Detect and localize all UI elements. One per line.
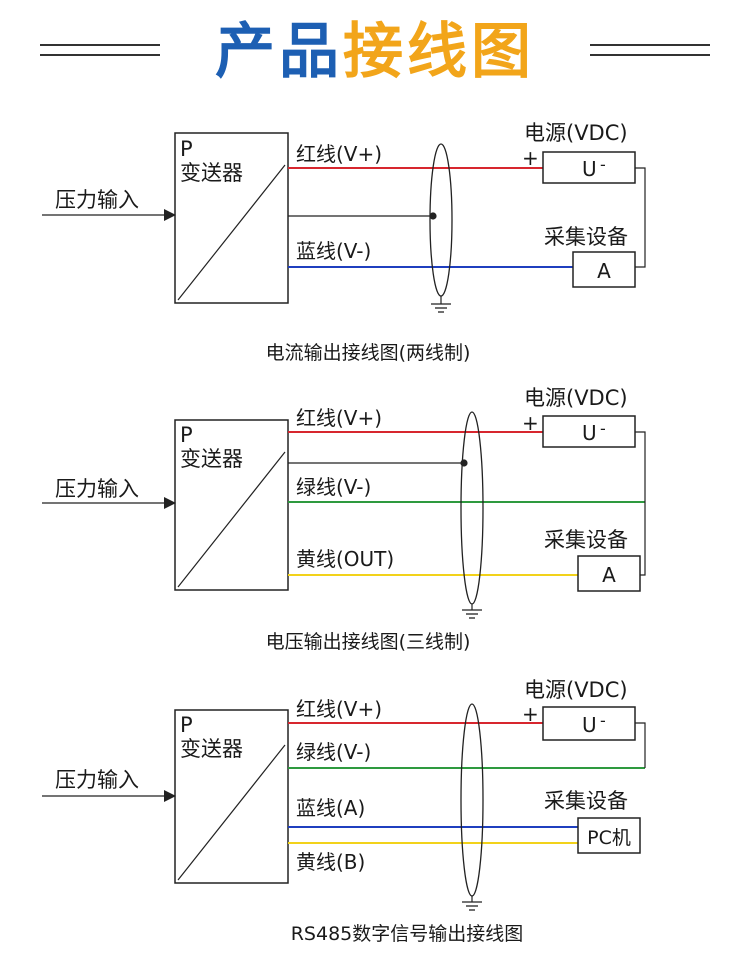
power-box-minus: - bbox=[600, 155, 606, 174]
title-right-rule-bottom bbox=[590, 54, 710, 56]
power-box-minus: - bbox=[600, 711, 606, 730]
diagram-caption: RS485数字信号输出接线图 bbox=[291, 923, 524, 945]
device-box-label: A bbox=[597, 259, 611, 283]
pressure-input-label: 压力输入 bbox=[55, 188, 139, 212]
page-title: 产品接线图 bbox=[0, 12, 750, 92]
wire-blue-label: 蓝线(A) bbox=[296, 796, 365, 820]
power-plus-sign: + bbox=[522, 146, 539, 170]
pressure-input-arrowhead bbox=[164, 497, 176, 509]
wire-yellow-label: 黄线(B) bbox=[296, 850, 365, 874]
title-left-rule-bottom bbox=[40, 54, 160, 56]
power-plus-sign: + bbox=[522, 702, 539, 726]
device-box bbox=[577, 817, 641, 854]
transmitter-label-name: 变送器 bbox=[180, 737, 243, 761]
ground-icon bbox=[462, 609, 482, 619]
ground-icon bbox=[462, 901, 482, 911]
shield-junction bbox=[429, 212, 437, 220]
title-left-rule-top bbox=[40, 44, 160, 46]
power-supply-label: 电源(VDC) bbox=[524, 121, 628, 145]
power-supply-label: 电源(VDC) bbox=[524, 678, 628, 702]
transmitter-diagonal bbox=[177, 744, 286, 881]
transmitter-label-name: 变送器 bbox=[180, 161, 243, 185]
pressure-input-label: 压力输入 bbox=[55, 768, 139, 792]
device-box-label: A bbox=[602, 563, 616, 587]
cable-shield bbox=[460, 703, 484, 897]
device-label: 采集设备 bbox=[544, 528, 628, 552]
power-supply-label: 电源(VDC) bbox=[524, 386, 628, 410]
device-label: 采集设备 bbox=[544, 225, 628, 249]
wire-green-label: 绿线(V-) bbox=[296, 475, 371, 499]
power-supply-box bbox=[542, 415, 636, 448]
device-box bbox=[577, 555, 641, 592]
power-plus-sign: + bbox=[522, 411, 539, 435]
wire-yellow-label: 黄线(OUT) bbox=[296, 547, 394, 571]
title-right-rule-top bbox=[590, 44, 710, 46]
wire-green-label: 绿线(V-) bbox=[296, 740, 371, 764]
page-title-part2: 接线图 bbox=[343, 17, 535, 87]
power-box-minus: - bbox=[600, 419, 606, 438]
transmitter-label-p: P bbox=[180, 423, 193, 447]
wire-blue-label: 蓝线(V-) bbox=[296, 239, 371, 263]
power-supply-box bbox=[542, 151, 636, 184]
wire-red-label: 红线(V+) bbox=[296, 406, 382, 430]
power-supply-box bbox=[542, 706, 636, 741]
transmitter-label-name: 变送器 bbox=[180, 447, 243, 471]
power-box-label: U bbox=[582, 157, 597, 181]
pressure-input-arrowhead bbox=[164, 209, 176, 221]
transmitter-diagonal bbox=[177, 164, 286, 301]
power-box-label: U bbox=[582, 421, 597, 445]
wire-return bbox=[635, 431, 646, 576]
transmitter-diagonal bbox=[177, 451, 286, 588]
pressure-input-label: 压力输入 bbox=[55, 477, 139, 501]
wiring-diagram-current: P 变送器 压力输入 红线(V+) 蓝线(V-) 电源(VDC) + U - 采… bbox=[42, 121, 646, 364]
page-header: 产品接线图 bbox=[0, 0, 750, 100]
wire-red-label: 红线(V+) bbox=[296, 142, 382, 166]
transmitter-box bbox=[174, 419, 289, 591]
device-box-label: PC机 bbox=[587, 827, 631, 849]
wire-return bbox=[635, 722, 646, 768]
wiring-diagram-voltage: P 变送器 压力输入 红线(V+) 绿线(V-) 黄线(OUT) 电源(VDC)… bbox=[42, 386, 646, 653]
wire-return bbox=[635, 167, 646, 268]
transmitter-box bbox=[174, 709, 289, 884]
ground-icon bbox=[431, 303, 451, 313]
device-label: 采集设备 bbox=[544, 789, 628, 813]
pressure-input-arrowhead bbox=[164, 790, 176, 802]
diagram-caption: 电压输出接线图(三线制) bbox=[266, 631, 471, 653]
diagram-caption: 电流输出接线图(两线制) bbox=[266, 342, 471, 364]
transmitter-label-p: P bbox=[180, 713, 193, 737]
transmitter-label-p: P bbox=[180, 137, 193, 161]
device-box bbox=[572, 251, 636, 288]
transmitter-box bbox=[174, 132, 289, 304]
power-box-label: U bbox=[582, 713, 597, 737]
shield-junction bbox=[460, 459, 468, 467]
page-title-part1: 产品 bbox=[215, 17, 343, 87]
wire-red-label: 红线(V+) bbox=[296, 697, 382, 721]
